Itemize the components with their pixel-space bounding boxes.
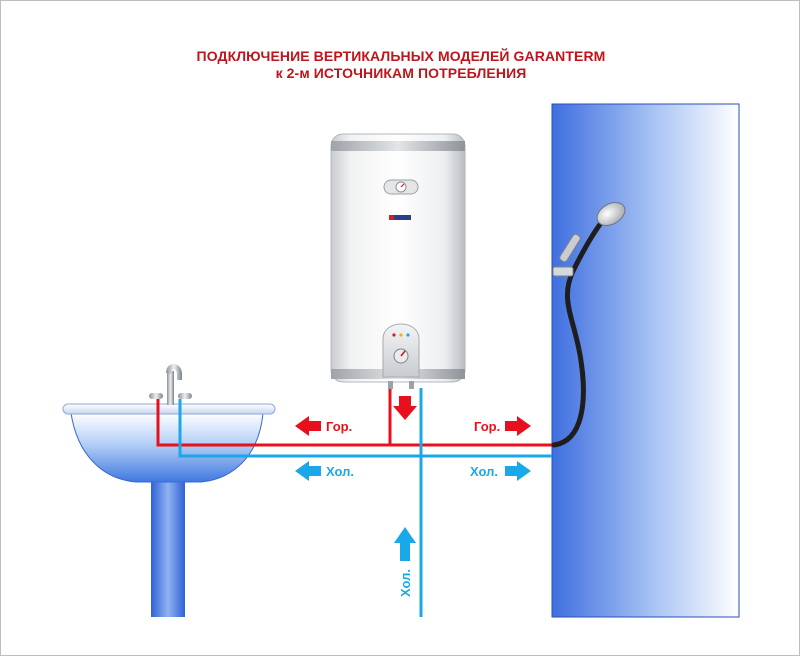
label-hot-right: Гор.: [474, 419, 500, 434]
label-cold-supply: Хол.: [398, 569, 413, 597]
title-line-2: к 2-м ИСТОЧНИКАМ ПОТРЕБЛЕНИЯ: [275, 65, 527, 81]
shower-head-icon: [551, 202, 626, 448]
cold-arrow-up: [394, 527, 416, 561]
hot-arrow-left: [295, 416, 321, 436]
cold-arrow-right: [505, 461, 531, 481]
sink-basin: [70, 412, 264, 483]
cold-arrow-left: [295, 461, 321, 481]
cold-water-pipes: [178, 388, 552, 617]
label-hot-left: Гор.: [326, 419, 352, 434]
label-cold-right: Хол.: [470, 464, 498, 479]
label-cold-left: Хол.: [326, 464, 354, 479]
sink-rim: [62, 403, 276, 415]
hot-water-pipes: [156, 388, 552, 447]
hot-arrow-down: [393, 396, 417, 420]
hot-arrow-right: [505, 416, 531, 436]
faucet-icon: [149, 364, 192, 405]
sink-pedestal: [151, 469, 185, 617]
water-heater-icon: [330, 133, 466, 389]
title-line-1: ПОДКЛЮЧЕНИЕ ВЕРТИКАЛЬНЫХ МОДЕЛЕЙ GARANTE…: [196, 48, 606, 64]
